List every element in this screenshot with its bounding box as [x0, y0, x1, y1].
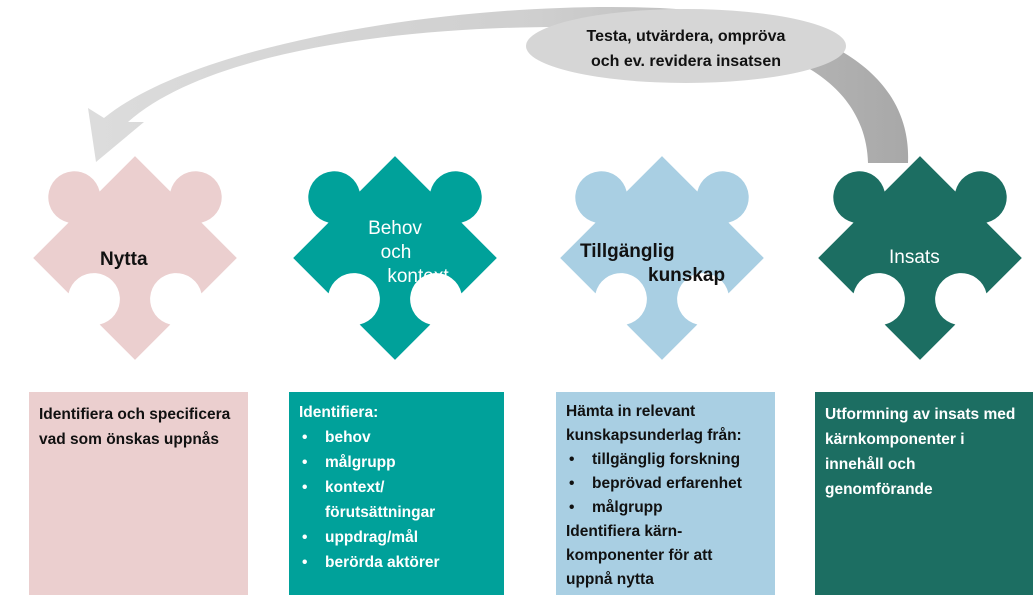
puzzle-piece-kunskap [560, 156, 764, 360]
box-kunskap-bullet: målgrupp [566, 496, 765, 520]
box-behov-bullet: berörda aktörer [299, 550, 494, 575]
box-insats: Utformning av insats med kärnkomponenter… [815, 392, 1033, 595]
cycle-ellipse [526, 9, 846, 83]
box-behov-bullet: kontext/ förutsättningar [299, 475, 455, 525]
box-kunskap-intro: Hämta in relevant kunskapsunderlag från: [566, 403, 742, 444]
cycle-label-line2: och ev. revidera insatsen [591, 53, 781, 70]
piece-label-nytta: Nytta [100, 249, 148, 270]
box-insats-intro: Utformning av insats med kärnkomponenter… [825, 406, 1016, 498]
box-behov-intro: Identifiera: [299, 404, 379, 421]
piece-label-insats: Insats [889, 247, 940, 268]
puzzle-piece-behov [293, 156, 497, 360]
piece-label-behov: Behov och kontext [343, 217, 453, 289]
piece-label-behov-line1: Behov [368, 218, 422, 239]
piece-label-kunskap-line2: kunskap [648, 265, 726, 286]
box-behov: Identifiera: behov målgrupp kontext/ för… [289, 392, 504, 595]
piece-label-kunskap: Tillgänglig kunskap [580, 240, 725, 288]
cycle-label-line1: Testa, utvärdera, ompröva [587, 28, 786, 45]
box-kunskap-bullet: beprövad erfarenhet [566, 472, 765, 496]
box-behov-bullet: målgrupp [299, 450, 494, 475]
cycle-arrow [88, 6, 909, 163]
box-behov-bullet: behov [299, 425, 494, 450]
box-behov-bullet: uppdrag/mål [299, 525, 494, 550]
box-kunskap-bullet: tillgänglig forskning [566, 448, 765, 472]
box-kunskap-list: tillgänglig forskning beprövad erfarenhe… [566, 448, 765, 520]
box-kunskap-outro: Identifiera kärn-komponenter för att upp… [566, 523, 713, 588]
piece-label-kunskap-line1: Tillgänglig [580, 241, 675, 262]
piece-label-behov-line3: kontext [387, 266, 449, 287]
box-nytta: Identifiera och specificera vad som önsk… [29, 392, 248, 595]
piece-label-behov-line2: och [380, 242, 412, 263]
puzzle-piece-nytta [33, 156, 237, 360]
box-kunskap: Hämta in relevant kunskapsunderlag från:… [556, 392, 775, 595]
box-behov-list: behov målgrupp kontext/ förutsättningar … [299, 425, 494, 575]
puzzle-piece-insats [818, 156, 1022, 360]
box-nytta-intro: Identifiera och specificera vad som önsk… [39, 406, 231, 448]
